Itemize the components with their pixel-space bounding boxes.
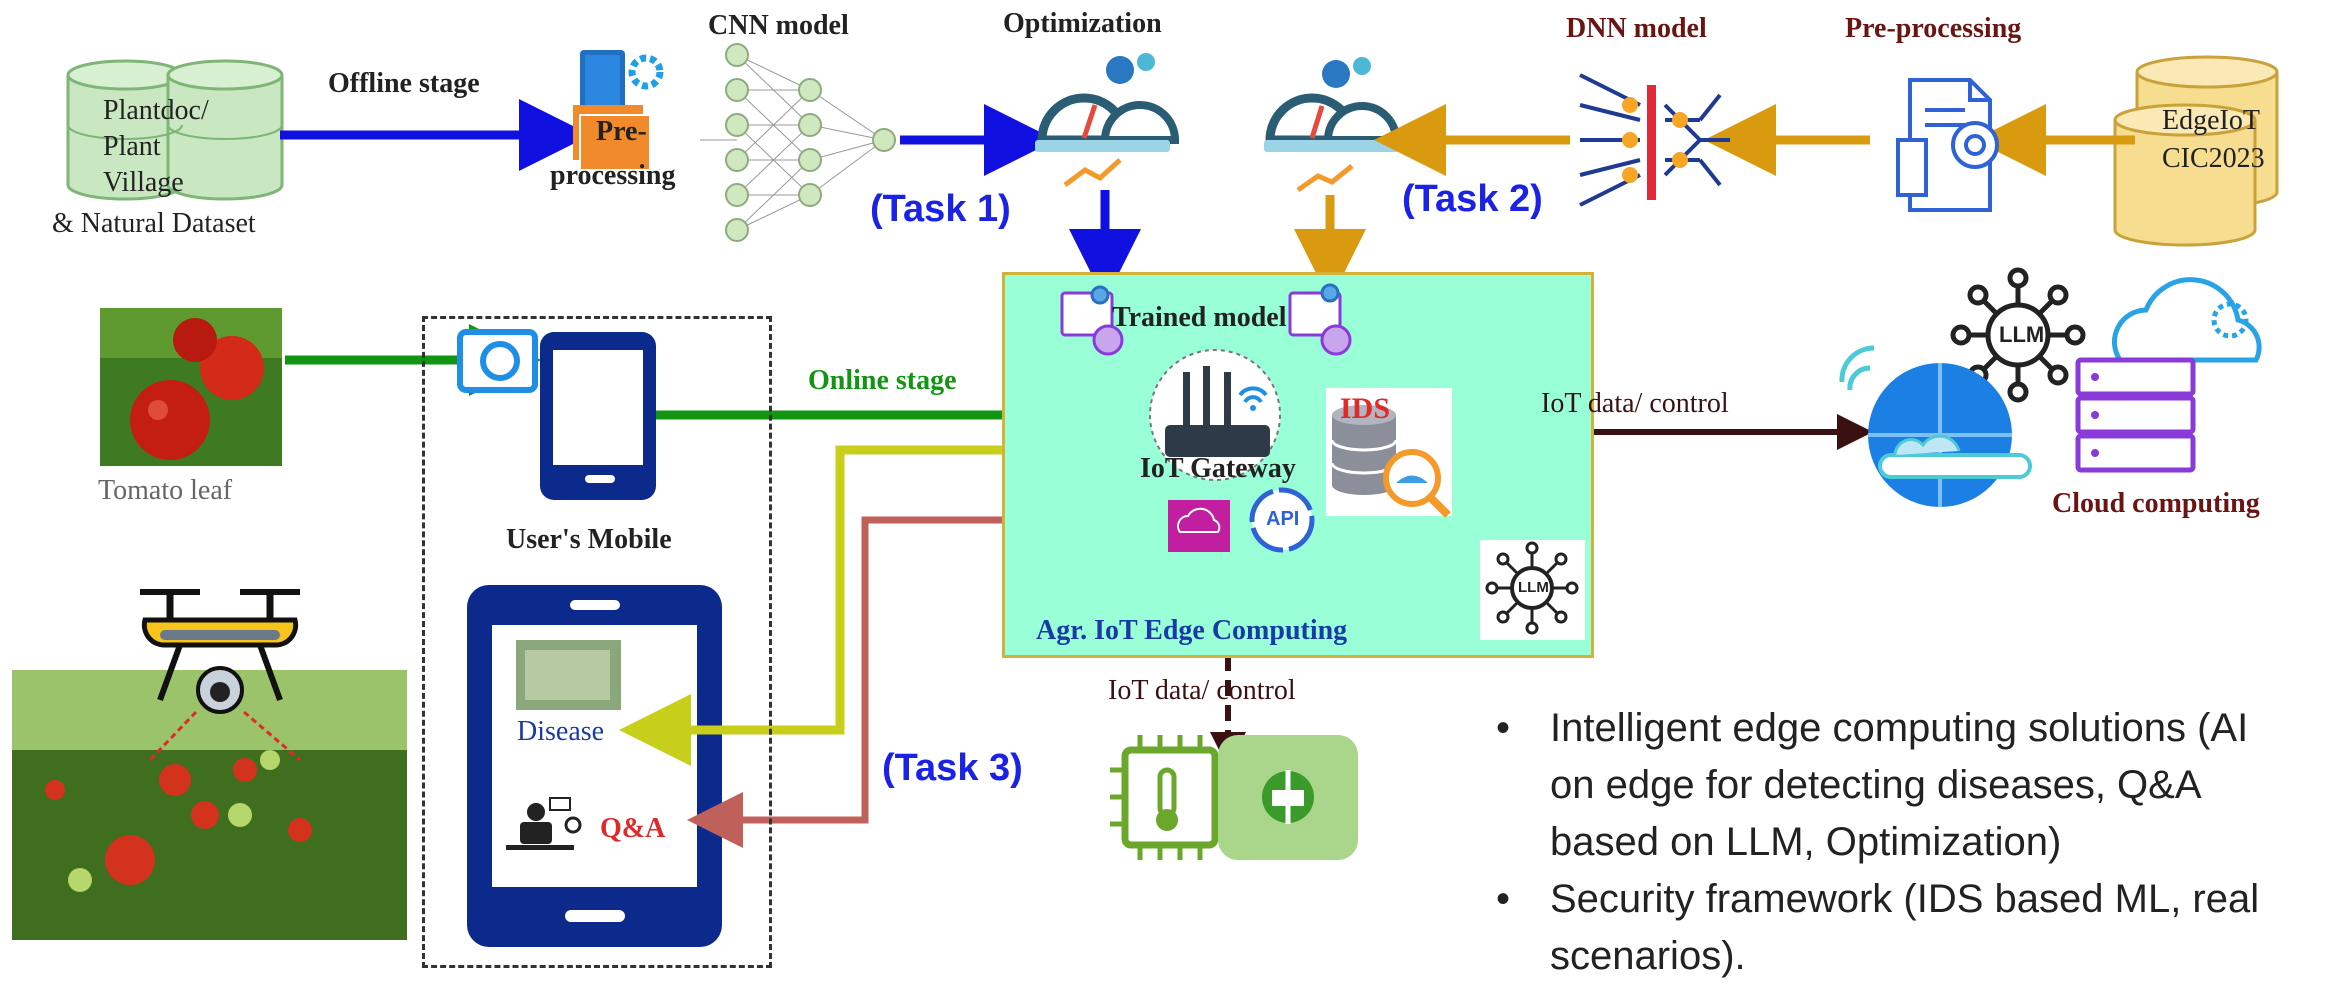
globe-network-icon — [1839, 345, 2032, 507]
cnn-model-icon — [700, 43, 896, 242]
iot-gateway-label: IoT Gateway — [1140, 453, 1296, 484]
camera-icon — [457, 329, 538, 393]
bullet-2-line2: scenarios). — [1550, 934, 1746, 978]
iot-gateway-router-icon — [1149, 349, 1281, 481]
optimization-label: Optimization — [1003, 8, 1162, 39]
preprocessing-left-label-1: Pre- — [596, 116, 647, 147]
iot-data-control-bottom-label: IoT data/ control — [1108, 675, 1296, 706]
bullet-1-line1: Intelligent edge computing solutions (AI — [1550, 706, 2249, 750]
dnn-model-icon — [1579, 73, 1730, 207]
bullet-list: • Intelligent edge computing solutions (… — [1496, 700, 2331, 985]
llm-large-label: LLM — [1999, 322, 2045, 347]
offline-dataset-label: Plantdoc/ Plant Village — [103, 93, 209, 201]
offline-dataset-line1: Plantdoc/ — [103, 95, 209, 126]
users-mobile-label: User's Mobile — [506, 524, 672, 555]
tomato-leaf-image — [100, 308, 282, 466]
dnn-model-label: DNN model — [1566, 13, 1707, 44]
offline-dataset-icon — [66, 59, 284, 201]
optimization-gauge-icon-left — [1035, 53, 1180, 187]
users-mobile-phone-icon — [540, 332, 656, 500]
edge-dataset-label: EdgeIoT CIC2023 — [2162, 102, 2265, 178]
disease-label: Disease — [517, 716, 605, 747]
network-hub-icon — [1218, 735, 1358, 860]
offline-dataset-line2: Plant — [103, 131, 161, 162]
api-icon — [1249, 487, 1315, 553]
edge-dataset-line1: EdgeIoT — [2162, 105, 2260, 136]
trained-model-icon-left — [1060, 285, 1124, 356]
task2-label: (Task 2) — [1402, 178, 1543, 220]
llm-small-label: LLM — [1518, 579, 1549, 596]
preprocessing-right-label: Pre-processing — [1845, 13, 2022, 44]
cloud-server-icon — [2075, 277, 2262, 473]
preprocessing-left-label-2: processing — [550, 160, 676, 191]
bullet-mark-1: • — [1496, 706, 1511, 750]
tomato-leaf-label: Tomato leaf — [98, 475, 233, 506]
bullet-item-2: • Security framework (IDS based ML, real… — [1496, 871, 2331, 985]
offline-dataset-line3: Village — [103, 167, 184, 198]
users-mobile-box — [422, 316, 772, 968]
bullet-1-line3: based on LLM, Optimization) — [1550, 820, 2062, 864]
preprocessing-icon — [573, 50, 664, 171]
offline-stage-label: Offline stage — [328, 68, 480, 99]
preprocessing-document-icon — [1896, 78, 1999, 212]
ids-label: IDS — [1340, 392, 1391, 425]
cnn-model-label: CNN model — [708, 10, 849, 41]
bullet-1-line2: on edge for detecting diseases, Q&A — [1550, 763, 2202, 807]
iot-data-control-right-label: IoT data/ control — [1541, 388, 1729, 419]
bullet-mark-2: • — [1496, 877, 1511, 921]
trained-model-icon-right — [1288, 283, 1352, 356]
edge-computing-label: Agr. IoT Edge Computing — [1036, 615, 1348, 646]
task1-label: (Task 1) — [870, 188, 1011, 230]
task3-label: (Task 3) — [882, 747, 1023, 789]
trained-model-label: Trained model — [1112, 302, 1287, 333]
drone-icon — [140, 589, 301, 762]
cloud-sync-icon — [1168, 500, 1230, 552]
bullet-item-1: • Intelligent edge computing solutions (… — [1496, 700, 2331, 871]
llm-icon-large — [1950, 267, 2086, 403]
cloud-computing-label: Cloud computing — [2052, 488, 2260, 519]
bullet-2-line1: Security framework (IDS based ML, real — [1550, 877, 2260, 921]
temperature-chip-icon — [1110, 735, 1219, 860]
ids-database-icon — [1326, 388, 1452, 518]
llm-icon-small — [1480, 540, 1585, 640]
api-label: API — [1266, 508, 1300, 530]
edge-dataset-line2: CIC2023 — [2162, 143, 2265, 174]
online-stage-label: Online stage — [808, 365, 957, 396]
offline-dataset-caption: & Natural Dataset — [52, 208, 256, 239]
qa-label: Q&A — [600, 813, 666, 844]
edge-dataset-icon — [2113, 55, 2279, 247]
